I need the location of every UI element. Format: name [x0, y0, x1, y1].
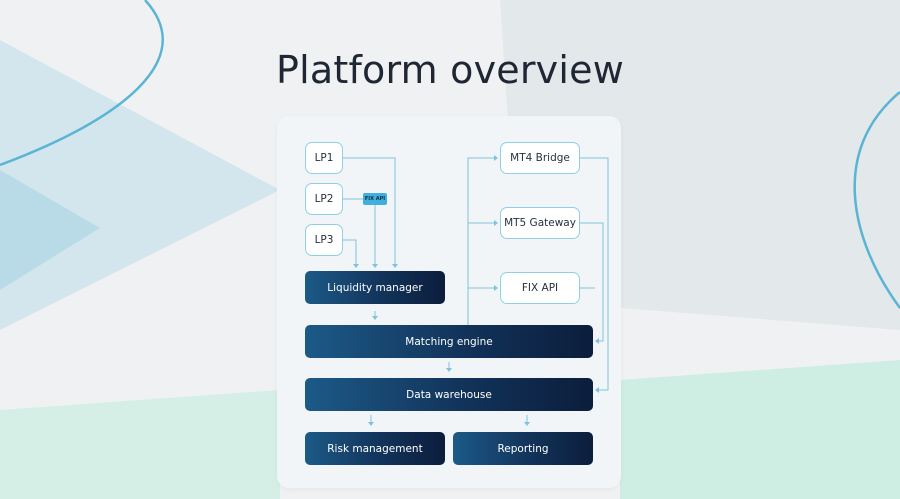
page-title: Platform overview [276, 48, 624, 92]
arrowhead [524, 422, 530, 426]
arrowhead [372, 264, 378, 268]
node-lp1: LP1 [305, 142, 343, 174]
node-matching-engine: Matching engine [305, 325, 593, 358]
arrowhead [372, 316, 378, 320]
node-lp2: LP2 [305, 183, 343, 215]
node-mt4-bridge: MT4 Bridge [500, 142, 580, 174]
arrowhead [494, 155, 498, 161]
node-lp3: LP3 [305, 224, 343, 256]
arrowhead [494, 220, 498, 226]
node-mt5-gateway: MT5 Gateway [500, 207, 580, 239]
connector-lp3 [343, 239, 357, 266]
connector-trunk [467, 157, 496, 325]
connector-mt5-right [580, 222, 604, 342]
arrowhead [494, 285, 498, 291]
arrowhead [368, 422, 374, 426]
node-fix-api: FIX API [500, 272, 580, 304]
connector-lp1 [343, 157, 396, 266]
node-liquidity-manager: Liquidity manager [305, 271, 445, 304]
connector-mt4-right [580, 157, 609, 391]
arrowhead [353, 264, 359, 268]
node-data-warehouse: Data warehouse [305, 378, 593, 411]
fix-api-tag: FIX API [363, 193, 387, 205]
node-risk-management: Risk management [305, 432, 445, 465]
arrowhead [595, 387, 599, 393]
node-reporting: Reporting [453, 432, 593, 465]
arrowhead [595, 338, 599, 344]
arrowhead [392, 264, 398, 268]
arrowhead [446, 368, 452, 372]
